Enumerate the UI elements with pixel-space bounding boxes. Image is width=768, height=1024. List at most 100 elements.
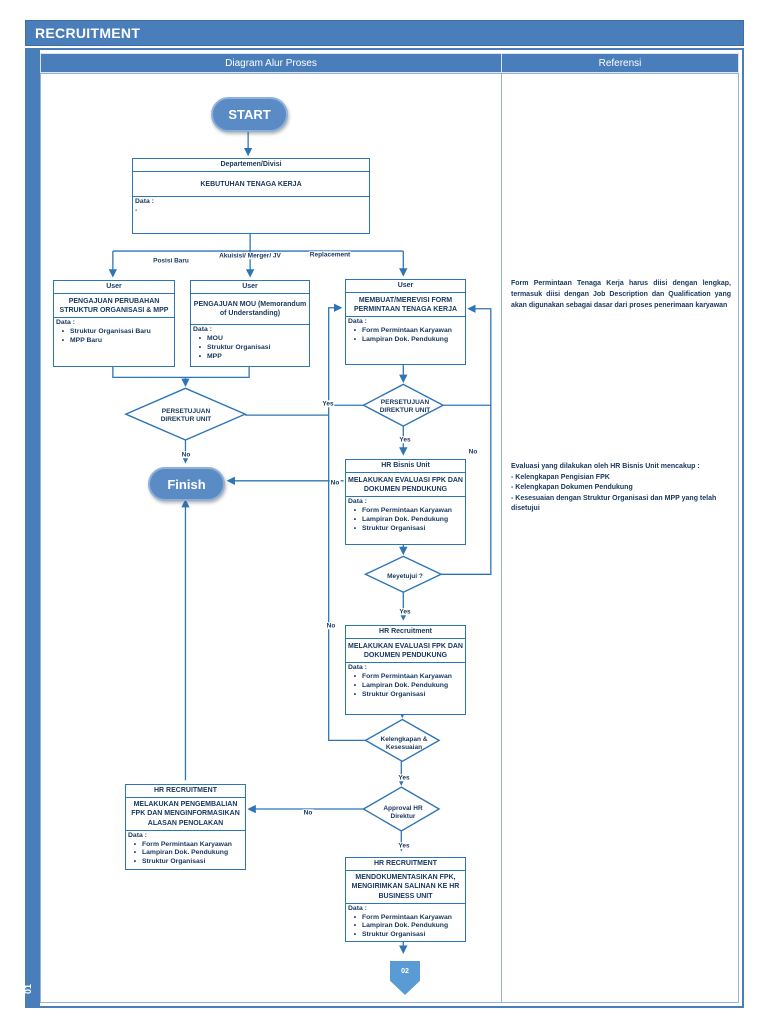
box-data: Data : •Struktur Organisasi Baru •MPP Ba… <box>54 318 174 366</box>
start-terminator: START <box>211 97 288 132</box>
side-strip: 01 <box>23 50 40 1006</box>
bullet-dot: • <box>198 352 202 360</box>
data-item: •Form Permintaan Karyawan <box>348 507 463 516</box>
box-data: Data : - <box>133 197 369 233</box>
diamond-persetujuan-right-shape <box>362 383 445 427</box>
box-title: MELAKUKAN PENGEMBALIAN FPK DAN MENGINFOR… <box>126 798 245 831</box>
diamond-persetujuan-left-shape <box>124 387 247 441</box>
diagram-table: Diagram Alur Proses Referensi <box>40 53 739 1003</box>
diamond-meyetujui-shape <box>363 555 443 593</box>
process-box-hr-bisnis-unit: HR Bisnis Unit MELAKUKAN EVALUASI FPK DA… <box>345 459 466 545</box>
edge-label-no-kelengkapan: No <box>325 622 337 630</box>
box-data: Data : •Form Permintaan Karyawan •Lampir… <box>346 497 465 544</box>
box-actor: HR RECRUITMENT <box>126 785 245 799</box>
data-item: •MPP <box>193 353 307 362</box>
process-box-hr-recruitment-dokumentasi: HR RECRUITMENT MENDOKUMENTASIKAN FPK, ME… <box>345 857 466 942</box>
box-title: PENGAJUAN MOU (Memorandum of Understandi… <box>191 294 309 326</box>
data-item: •Form Permintaan Karyawan <box>348 673 463 682</box>
data-item: •Lampiran Dok. Pendukung <box>348 336 463 345</box>
edge-label-yes-meyetujui: Yes <box>398 608 412 616</box>
edge-label-akuisisi: Akuisisi/ Merger/ JV <box>218 252 282 260</box>
bullet-dot: • <box>353 507 357 515</box>
diamond-approval-label: Approval HR Direktur <box>383 804 423 820</box>
data-item: •Struktur Organisasi <box>128 858 243 867</box>
bullet-dot: • <box>353 673 357 681</box>
bullet-dot: • <box>353 682 357 690</box>
edge-label-no-approval: No <box>302 809 314 817</box>
data-item: •Struktur Organisasi <box>348 525 463 534</box>
bullet-dot: • <box>198 344 202 352</box>
bullet-dot: • <box>353 327 357 335</box>
edge-label-no-right-channel: No <box>467 448 479 456</box>
data-label: Data : <box>128 831 147 839</box>
bullet-dot: • <box>353 524 357 532</box>
referensi-note-1: Form Permintaan Tenaga Kerja harus diisi… <box>511 280 731 309</box>
diamond-approval-shape <box>362 786 441 832</box>
data-item: •Struktur Organisasi <box>193 344 307 353</box>
edge-left-channel-to-fpk <box>328 303 367 742</box>
edge-label-no-to-finish: No <box>329 479 341 487</box>
box-data: Data : •Form Permintaan Karyawan •Lampir… <box>346 904 465 941</box>
table-body: START Finish Departemen/Divisi KEBUTUHAN… <box>40 73 739 1003</box>
bullet-dot: • <box>61 328 65 336</box>
box-actor: HR RECRUITMENT <box>346 858 465 872</box>
process-box-struktur: User PENGAJUAN PERUBAHAN STRUKTUR ORGANI… <box>53 280 175 367</box>
box-data: Data : •MOU •Struktur Organisasi •MPP <box>191 325 309 366</box>
document-body: 01 Diagram Alur Proses Referensi <box>23 48 744 1008</box>
diamond-kelengkapan-label: Kelengkapan & Kesesuaian <box>380 735 428 751</box>
edge-label-yes-approval: Yes <box>397 842 411 850</box>
diamond-kelengkapan-shape <box>364 718 441 763</box>
box-title: MEMBUAT/MEREVISI FORM PERMINTAAN TENAGA … <box>346 293 465 318</box>
data-item: •Form Permintaan Karyawan <box>348 327 463 336</box>
referensi-note-2: Evaluasi yang dilakukan oleh HR Bisnis U… <box>511 463 717 512</box>
process-box-hr-recruitment-pengembalian: HR RECRUITMENT MELAKUKAN PENGEMBALIAN FP… <box>125 784 246 870</box>
data-item: •Form Permintaan Karyawan <box>348 914 463 923</box>
edge-label-no-persetujuan-left: No <box>180 451 192 459</box>
bullet-dot: • <box>133 858 137 866</box>
column-headers: Diagram Alur Proses Referensi <box>40 53 739 73</box>
box-title: KEBUTUHAN TENAGA KERJA <box>133 172 369 198</box>
edge-merge-horizontal <box>112 365 250 379</box>
bullet-dot: • <box>61 337 65 345</box>
data-label: Data : <box>56 319 75 327</box>
data-label: Data : <box>348 498 367 506</box>
box-title: MELAKUKAN EVALUASI FPK DAN DOKUMEN PENDU… <box>346 639 465 664</box>
box-data: Data : •Form Permintaan Karyawan •Lampir… <box>346 317 465 364</box>
diamond-meyetujui-label: Meyetujui ? <box>387 572 423 580</box>
process-box-hr-recruitment-evaluasi: HR Recruitment MELAKUKAN EVALUASI FPK DA… <box>345 625 466 715</box>
diamond-persetujuan-left-label: PERSETUJUAN DIREKTUR UNIT <box>160 407 212 423</box>
bullet-dot: • <box>198 335 202 343</box>
finish-terminator: Finish <box>148 467 225 501</box>
data-item: •Lampiran Dok. Pendukung <box>348 516 463 525</box>
data-label: Data : <box>135 198 154 206</box>
box-title: MELAKUKAN EVALUASI FPK DAN DOKUMEN PENDU… <box>346 473 465 498</box>
data-item: •Lampiran Dok. Pendukung <box>348 682 463 691</box>
data-item: •Lampiran Dok. Pendukung <box>348 922 463 931</box>
bullet-dot: • <box>353 913 357 921</box>
data-label: Data : <box>193 326 212 334</box>
data-item: •MPP Baru <box>56 337 172 346</box>
bullet-dot: • <box>133 849 137 857</box>
data-item: •Lampiran Dok. Pendukung <box>128 849 243 858</box>
box-actor: HR Recruitment <box>346 626 465 640</box>
box-actor: Departemen/Divisi <box>133 159 369 173</box>
data-item: •Struktur Organisasi <box>348 931 463 940</box>
data-item: •Struktur Organisasi <box>348 691 463 700</box>
column-header-referensi: Referensi <box>502 53 739 73</box>
edge-label-yes-persetujuan: Yes <box>398 436 412 444</box>
bullet-dot: • <box>353 336 357 344</box>
box-title: MENDOKUMENTASIKAN FPK, MENGIRIMKAN SALIN… <box>346 871 465 904</box>
bullet-dot: • <box>353 516 357 524</box>
process-box-mou: User PENGAJUAN MOU (Memorandum of Unders… <box>190 280 310 367</box>
column-header-diagram: Diagram Alur Proses <box>40 53 502 73</box>
bullet-dot: • <box>133 840 137 848</box>
document-frame: RECRUITMENT 01 Diagram Alur Proses Refer… <box>23 20 744 1008</box>
edge-label-replacement: Replacement <box>308 251 352 259</box>
flowchart-panel: START Finish Departemen/Divisi KEBUTUHAN… <box>40 73 502 1003</box>
edge-label-posisi-baru: Posisi Baru <box>152 257 190 265</box>
data-item: - <box>135 207 138 215</box>
process-box-fpk: User MEMBUAT/MEREVISI FORM PERMINTAAN TE… <box>345 279 466 365</box>
box-data: Data : •Form Permintaan Karyawan •Lampir… <box>126 831 245 869</box>
edge-label-yes-kelengkapan: Yes <box>397 774 411 782</box>
